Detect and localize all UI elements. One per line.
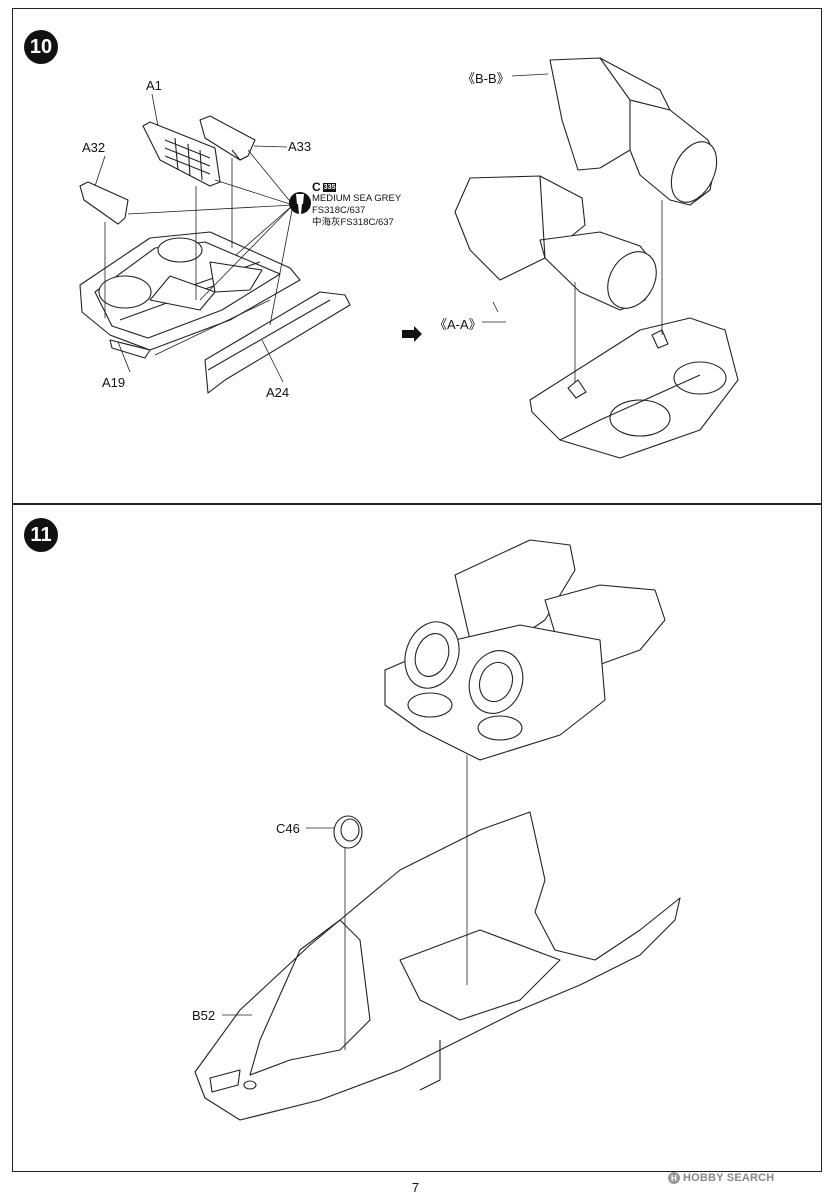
paint-brush-icon <box>288 186 312 225</box>
arrow-right-icon <box>402 326 422 342</box>
part-c46-drawing <box>333 815 363 849</box>
label-bb-view: 《B-B》 <box>462 71 510 86</box>
floor-tray-drawing <box>79 231 301 359</box>
label-a33: A33 <box>288 139 312 154</box>
label-b52: B52 <box>192 1008 216 1023</box>
paint-code: C 335 <box>312 181 401 193</box>
exhaust-assembly-drawing <box>384 539 666 761</box>
intake-ducts-drawing <box>454 57 739 459</box>
step-10-badge: 10 <box>24 30 58 64</box>
step-11-panel <box>12 504 822 1172</box>
paint-fs-code: FS318C/637 <box>312 205 366 216</box>
step-10-panel <box>12 8 822 504</box>
watermark: H HOBBY SEARCH <box>668 1172 774 1184</box>
label-aa-view: 《A-A》 <box>434 317 482 332</box>
page-number: 7 <box>411 1180 420 1195</box>
hobby-search-logo-icon: H <box>668 1172 680 1184</box>
step-11-badge: 11 <box>24 518 58 552</box>
paint-callout: C 335 MEDIUM SEA GREY FS318C/637 中海灰FS31… <box>312 181 401 229</box>
label-a24: A24 <box>266 385 290 400</box>
paint-name: MEDIUM SEA GREY <box>312 193 402 204</box>
label-c46: C46 <box>276 821 300 836</box>
label-a1: A1 <box>146 78 162 93</box>
paint-code-letter: C <box>312 180 321 194</box>
part-b52-drawing <box>194 811 681 1121</box>
paint-cn-name: 中海灰FS318C/637 <box>312 217 394 228</box>
part-a33-drawing <box>199 115 256 161</box>
label-a32: A32 <box>82 140 106 155</box>
label-a19: A19 <box>102 375 126 390</box>
watermark-text: HOBBY SEARCH <box>683 1172 775 1184</box>
part-a32-drawing <box>79 181 129 225</box>
part-a24-drawing <box>204 291 351 394</box>
paint-code-number: 335 <box>322 182 337 192</box>
